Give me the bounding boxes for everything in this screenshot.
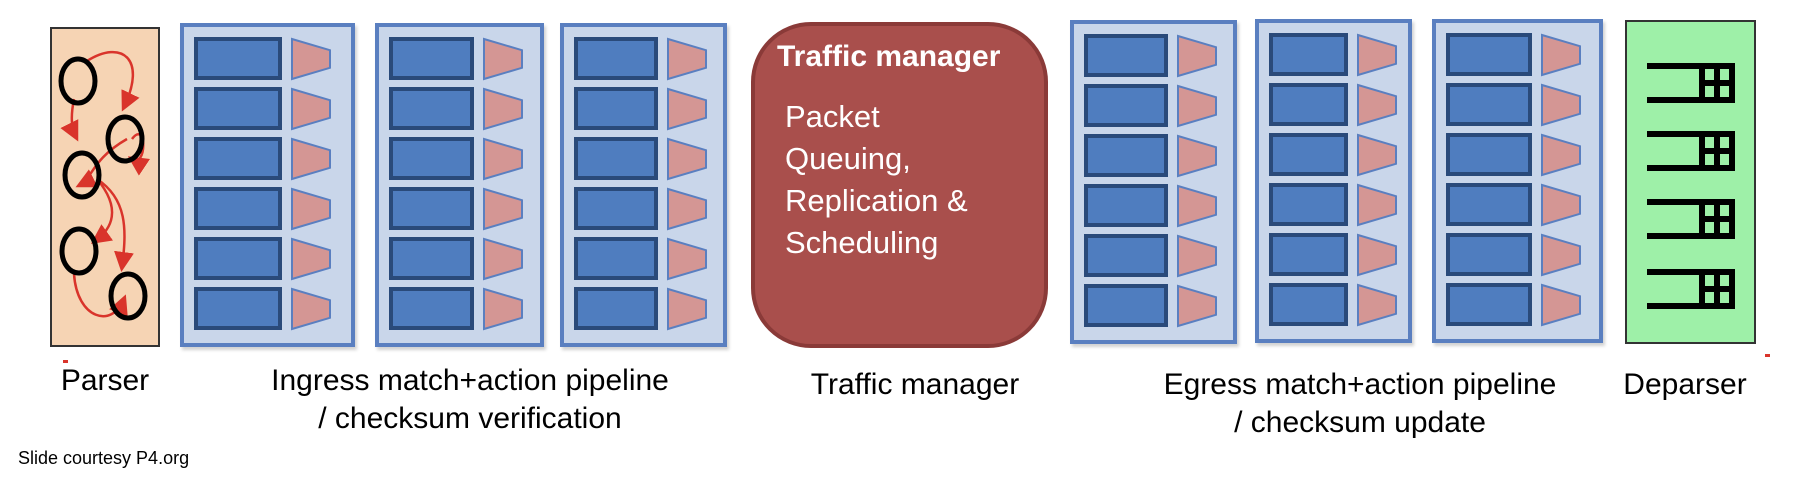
match-table: [194, 237, 282, 280]
traffic-manager-label: Traffic manager: [810, 368, 1020, 401]
match-table: [1446, 133, 1532, 176]
ingress-label: Ingress match+action pipeline / checksum…: [271, 364, 669, 435]
parse-graph-icon: [58, 50, 151, 321]
action-icon: [1540, 133, 1581, 177]
action-icon: [666, 87, 707, 131]
match-table: [574, 37, 658, 80]
action-icon: [1540, 283, 1581, 327]
traffic-manager-box: Traffic manager Packet Queuing, Replicat…: [751, 22, 1048, 348]
match-table: [1084, 234, 1168, 277]
action-icon: [1356, 33, 1397, 77]
action-icon: [482, 287, 523, 331]
match-table: [1269, 33, 1348, 76]
action-icon: [1356, 183, 1397, 227]
match-table: [389, 287, 474, 330]
action-icon: [1176, 234, 1217, 278]
egress-stage-3: [1432, 19, 1603, 343]
action-icon: [482, 137, 523, 181]
traffic-manager-title: Traffic manager: [777, 40, 1001, 73]
match-table: [389, 137, 474, 180]
action-icon: [290, 237, 331, 281]
action-icon: [290, 187, 331, 231]
marker-dot: [63, 360, 68, 363]
match-table: [574, 187, 658, 230]
action-icon: [1540, 33, 1581, 77]
match-table: [574, 287, 658, 330]
action-icon: [290, 87, 331, 131]
match-table: [574, 137, 658, 180]
egress-stage-1: [1070, 20, 1237, 344]
match-table: [1084, 284, 1168, 327]
action-icon: [1540, 233, 1581, 277]
action-icon: [1540, 183, 1581, 227]
deparser-icon: [1647, 63, 1735, 309]
match-table: [1084, 184, 1168, 227]
action-icon: [1176, 84, 1217, 128]
action-icon: [1356, 83, 1397, 127]
traffic-manager-description: Packet Queuing, Replication & Scheduling: [785, 99, 968, 260]
action-icon: [482, 237, 523, 281]
match-table: [574, 87, 658, 130]
match-table: [1269, 83, 1348, 126]
deparser-block: [1625, 20, 1756, 344]
match-table: [1269, 133, 1348, 176]
match-table: [1446, 233, 1532, 276]
match-table: [389, 87, 474, 130]
ingress-stage-2: [375, 23, 544, 347]
match-table: [1446, 283, 1532, 326]
action-icon: [290, 287, 331, 331]
match-table: [389, 237, 474, 280]
action-icon: [666, 237, 707, 281]
action-icon: [482, 37, 523, 81]
action-icon: [290, 37, 331, 81]
action-icon: [290, 137, 331, 181]
match-table: [1084, 84, 1168, 127]
marker-dot: [1765, 354, 1770, 357]
action-icon: [666, 37, 707, 81]
action-icon: [1176, 34, 1217, 78]
action-icon: [1540, 83, 1581, 127]
parser-label: Parser: [60, 364, 150, 397]
action-icon: [1356, 133, 1397, 177]
match-table: [194, 87, 282, 130]
match-table: [1446, 33, 1532, 76]
action-icon: [482, 87, 523, 131]
egress-stage-2: [1255, 19, 1412, 343]
match-table: [1084, 34, 1168, 77]
action-icon: [1176, 284, 1217, 328]
deparser-label: Deparser: [1623, 368, 1747, 401]
action-icon: [1176, 184, 1217, 228]
action-icon: [482, 187, 523, 231]
action-icon: [666, 187, 707, 231]
match-table: [1446, 83, 1532, 126]
match-table: [574, 237, 658, 280]
action-icon: [1356, 283, 1397, 327]
match-table: [1269, 283, 1348, 326]
action-icon: [1356, 233, 1397, 277]
action-icon: [1176, 134, 1217, 178]
match-table: [194, 137, 282, 180]
match-table: [1084, 134, 1168, 177]
match-table: [1446, 183, 1532, 226]
ingress-stage-3: [560, 23, 727, 347]
match-table: [1269, 183, 1348, 226]
match-table: [194, 37, 282, 80]
match-table: [1269, 233, 1348, 276]
egress-label: Egress match+action pipeline / checksum …: [1163, 368, 1557, 439]
footnote: Slide courtesy P4.org: [18, 448, 190, 468]
match-table: [194, 287, 282, 330]
action-icon: [666, 137, 707, 181]
match-table: [389, 187, 474, 230]
match-table: [194, 187, 282, 230]
ingress-stage-1: [180, 23, 355, 347]
match-table: [389, 37, 474, 80]
parser-block: [50, 27, 160, 347]
action-icon: [666, 287, 707, 331]
